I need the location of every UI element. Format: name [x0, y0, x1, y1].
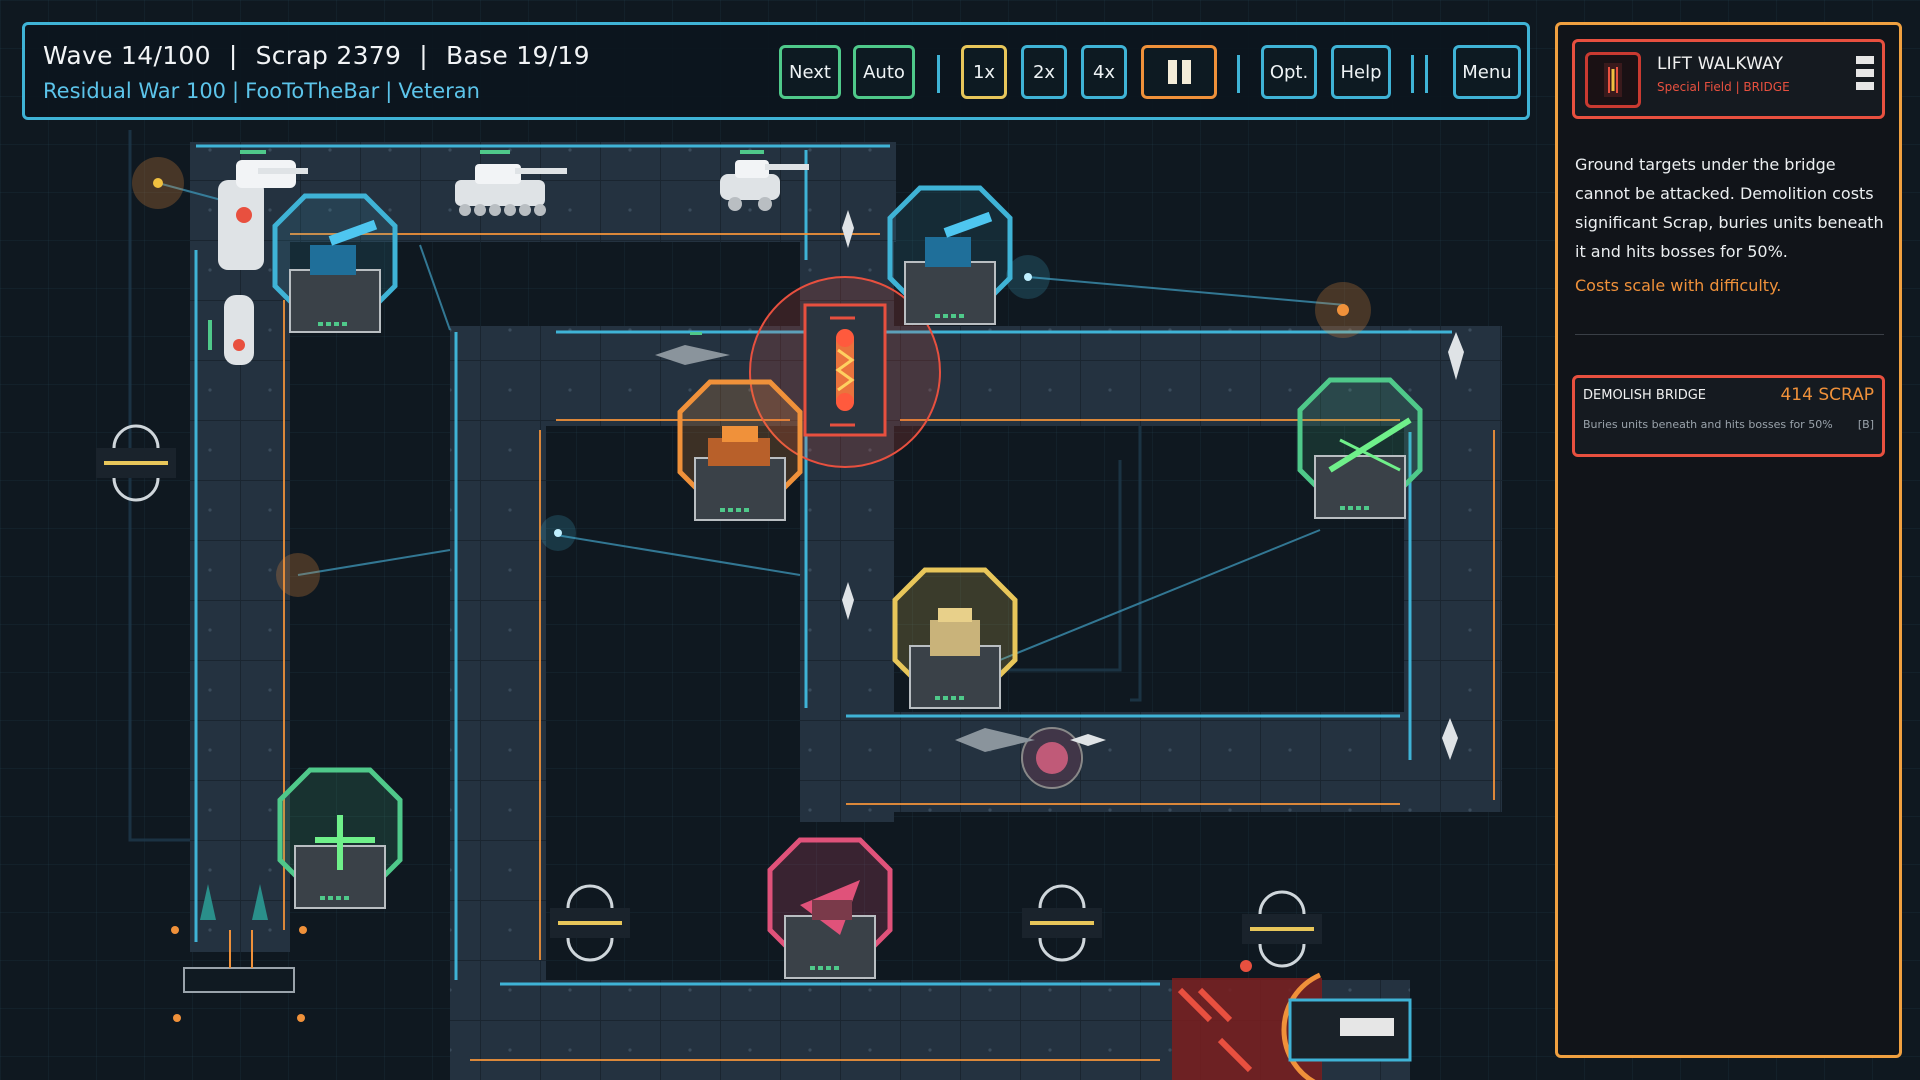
- relay-nodes: [132, 157, 1371, 789]
- scrap-counter: Scrap 2379: [255, 41, 402, 70]
- rocket-turret-icon: [800, 880, 860, 935]
- hud-separator: |: [228, 41, 238, 70]
- info-panel: LIFT WALKWAY Special Field | BRIDGE Grou…: [1555, 22, 1902, 1058]
- jet-enemy: [655, 332, 730, 365]
- next-wave-button[interactable]: Next: [779, 45, 841, 99]
- hud-divider: [1425, 55, 1428, 93]
- pause-button[interactable]: [1141, 45, 1217, 99]
- menu-button[interactable]: Menu: [1453, 45, 1521, 99]
- cost-note: Costs scale with difficulty.: [1575, 276, 1782, 295]
- drone-enemy: [1448, 332, 1464, 380]
- hud-divider: [1237, 55, 1240, 93]
- hud-divider: [1411, 55, 1414, 93]
- action-hotkey: [B]: [1857, 418, 1874, 431]
- build-pad[interactable]: [96, 424, 176, 502]
- options-button[interactable]: Opt.: [1261, 45, 1317, 99]
- action-description: Buries units beneath and hits bosses for…: [1583, 418, 1833, 431]
- game-map[interactable]: [0, 0, 1540, 1080]
- drone-enemy: [1070, 734, 1106, 746]
- tank-enemy: [720, 150, 809, 211]
- enemy-units: [208, 150, 1464, 760]
- build-pads[interactable]: [96, 424, 1322, 968]
- build-pad[interactable]: [1242, 890, 1322, 968]
- jet-enemy: [955, 728, 1035, 752]
- base-health: Base 19/19: [445, 41, 590, 70]
- action-cost: 414 SCRAP: [1780, 385, 1874, 405]
- enemy-spawn: [171, 884, 307, 1022]
- cannon-turret-icon: [310, 219, 378, 275]
- tower[interactable]: [887, 185, 1013, 325]
- info-separator: |: [232, 79, 240, 103]
- hud-separator: |: [419, 41, 428, 70]
- auto-wave-button[interactable]: Auto: [853, 45, 915, 99]
- level-info: Residual War 100|FooToTheBar|Veteran: [43, 79, 480, 103]
- wave-counter: Wave 14/100: [43, 41, 211, 70]
- selected-description: Ground targets under the bridge cannot b…: [1575, 155, 1884, 261]
- selected-subtitle: Special Field | BRIDGE: [1657, 80, 1790, 94]
- pause-icon: [1167, 60, 1191, 84]
- tower[interactable]: [272, 193, 398, 333]
- hamburger-icon[interactable]: [1856, 56, 1874, 95]
- hud-divider: [937, 55, 940, 93]
- cannon-turret-icon: [925, 211, 993, 267]
- difficulty-label: Veteran: [398, 79, 480, 103]
- build-pad[interactable]: [550, 884, 630, 962]
- laser-turret-icon: [1328, 417, 1412, 473]
- enemy-path: [190, 142, 1502, 1080]
- top-hud: Wave 14/100 | Scrap 2379 | Base 19/19 Residu…: [22, 22, 1530, 120]
- panel-divider: [1575, 334, 1884, 335]
- hud-stats: Wave 14/100 | Scrap 2379 | Base 19/19: [43, 41, 590, 70]
- relay-beams: [157, 182, 1346, 661]
- speed-4x-button[interactable]: 4x: [1081, 45, 1127, 99]
- tower[interactable]: [892, 567, 1018, 709]
- drone-enemy: [208, 295, 254, 365]
- level-name: Residual War 100: [43, 79, 227, 103]
- tower[interactable]: [677, 379, 803, 521]
- action-title: DEMOLISH BRIDGE: [1583, 388, 1706, 403]
- tower[interactable]: [1297, 377, 1423, 519]
- drone-enemy: [842, 210, 854, 248]
- drone-enemy: [842, 582, 854, 620]
- tank-enemy: [455, 150, 567, 216]
- info-separator: |: [385, 79, 393, 103]
- flame-turret-icon: [708, 426, 770, 466]
- player-name: FooToTheBar: [245, 79, 380, 103]
- build-pad[interactable]: [1022, 884, 1102, 962]
- player-base[interactable]: [1172, 960, 1412, 1080]
- mech-enemy: [218, 150, 308, 270]
- selected-object-card: LIFT WALKWAY Special Field | BRIDGE: [1572, 39, 1885, 119]
- drone-enemy: [1442, 718, 1458, 760]
- mortar-turret-icon: [930, 608, 980, 656]
- speed-2x-button[interactable]: 2x: [1021, 45, 1067, 99]
- help-button[interactable]: Help: [1331, 45, 1391, 99]
- speed-1x-button[interactable]: 1x: [961, 45, 1007, 99]
- selected-title: LIFT WALKWAY: [1657, 54, 1784, 74]
- tower[interactable]: [277, 767, 403, 909]
- laser-turret-icon: [315, 815, 375, 870]
- bridge-icon: [1585, 52, 1641, 108]
- tower[interactable]: [767, 837, 893, 979]
- demolish-bridge-button[interactable]: DEMOLISH BRIDGE 414 SCRAP Buries units b…: [1572, 375, 1885, 457]
